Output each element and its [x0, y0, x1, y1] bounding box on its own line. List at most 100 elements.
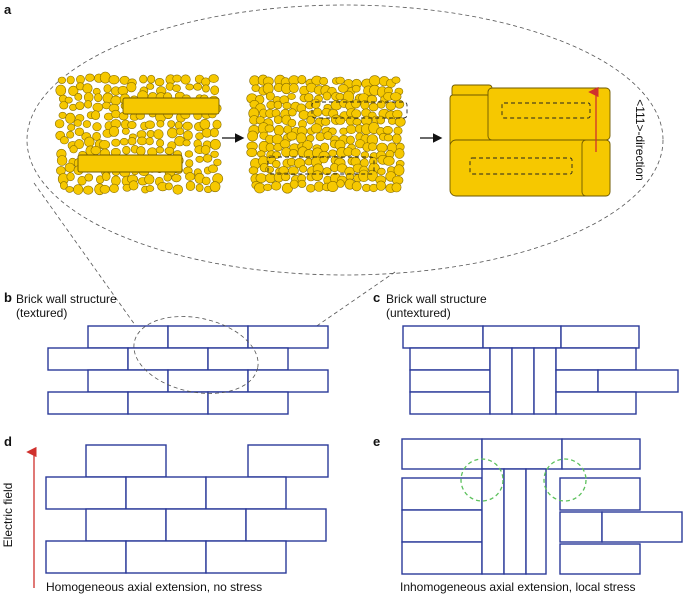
grain: [109, 183, 119, 193]
grain: [146, 83, 155, 90]
grain: [208, 74, 219, 83]
grain: [320, 117, 331, 126]
grain: [208, 164, 219, 173]
grain: [156, 139, 165, 148]
grain: [376, 115, 385, 125]
brick-wall-homogeneous: [45, 444, 329, 574]
grain: [282, 101, 292, 110]
grain: [68, 85, 79, 96]
grain: [74, 139, 84, 150]
grain: [55, 84, 67, 97]
grain: [297, 74, 307, 85]
grain: [351, 84, 361, 93]
grain: [139, 74, 148, 84]
grain: [323, 131, 333, 140]
grain: [200, 145, 211, 155]
stress-circle-right: [543, 458, 587, 502]
grain: [99, 71, 111, 84]
grain: [121, 127, 130, 135]
panel-a-ellipse: [26, 4, 664, 276]
grain: [156, 120, 165, 128]
grain: [338, 84, 349, 93]
grain: [185, 172, 196, 181]
grain: [185, 180, 196, 191]
panel-d-caption: Homogeneous axial extension, no stress: [46, 580, 262, 594]
grain: [101, 171, 111, 181]
grain: [137, 136, 148, 146]
grain: [56, 155, 68, 166]
grain: [82, 83, 93, 94]
grain: [146, 129, 155, 138]
grain: [144, 120, 155, 129]
stress-circle-left: [460, 458, 504, 502]
grain: [287, 166, 299, 176]
grain: [247, 130, 258, 142]
grain: [289, 179, 299, 189]
grain: [289, 83, 299, 94]
grain: [182, 121, 193, 131]
grain: [185, 83, 194, 91]
grain: [265, 142, 275, 152]
grain: [336, 179, 345, 188]
grain: [58, 111, 67, 119]
grain: [145, 137, 154, 146]
zoom-connector-left: [33, 182, 141, 333]
grain: [367, 142, 377, 151]
grain: [82, 120, 91, 128]
grain: [352, 118, 362, 126]
electric-field-label: Electric field: [1, 483, 15, 548]
grain: [146, 185, 155, 192]
grain: [265, 91, 275, 101]
grain-cluster-stage-1: [54, 71, 224, 196]
grain: [304, 93, 314, 103]
grain: [288, 149, 299, 158]
grain: [310, 123, 322, 134]
grain: [74, 127, 85, 137]
grain: [299, 165, 308, 173]
grain: [287, 93, 296, 100]
grain: [346, 124, 357, 135]
panel-b-letter: b: [4, 290, 12, 305]
grain: [209, 127, 219, 138]
grain: [195, 155, 204, 163]
grain: [209, 138, 221, 150]
grain: [210, 85, 220, 96]
grain: [164, 182, 173, 191]
grain: [183, 130, 193, 141]
grain: [273, 100, 283, 110]
grain: [94, 93, 103, 102]
panel-b-title-line1: Brick wall structure: [16, 292, 117, 306]
grain: [271, 181, 282, 191]
grain: [154, 77, 165, 87]
grain: [346, 135, 355, 145]
brick-wall-untextured: [402, 325, 679, 415]
grain: [246, 148, 258, 158]
grain: [64, 96, 73, 104]
grain: [390, 92, 402, 102]
grain: [92, 102, 104, 112]
platelet-outline-upper: [311, 101, 408, 119]
panel-c-title-line2: (untextured): [386, 306, 451, 320]
grain: [319, 155, 329, 164]
grain: [99, 140, 111, 150]
grain: [147, 74, 156, 84]
grain: [167, 127, 178, 139]
grain: [248, 166, 259, 175]
grain: [108, 125, 120, 137]
grain: [328, 149, 338, 157]
grain: [280, 172, 291, 182]
grain: [73, 184, 84, 195]
grain: [306, 184, 316, 193]
grain: [172, 84, 181, 92]
grain: [335, 92, 345, 101]
grain: [60, 136, 69, 145]
brick-wall-textured: [47, 325, 329, 415]
panel-d-letter: d: [4, 434, 12, 449]
grain: [263, 183, 273, 192]
panel-c-letter: c: [373, 290, 380, 305]
grain: [195, 183, 204, 192]
template-platelet-lower: [77, 154, 183, 173]
grain: [136, 146, 146, 156]
grain: [350, 148, 361, 157]
